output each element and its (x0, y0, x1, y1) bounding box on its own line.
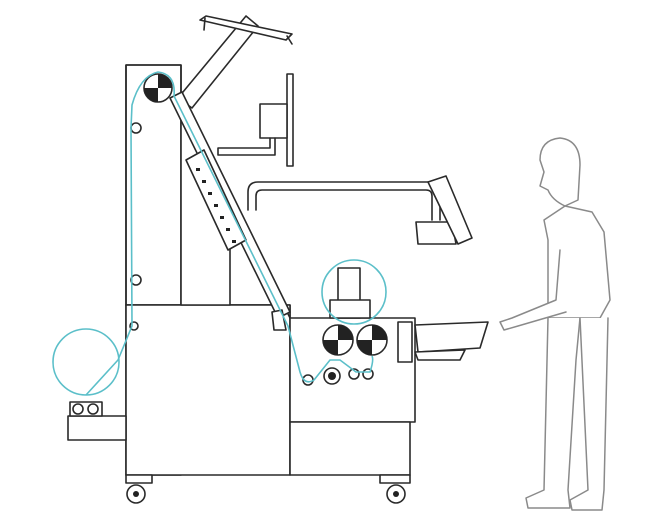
exhaust-pipe (247, 175, 473, 245)
operator-figure (499, 137, 611, 511)
caster-wheels (125, 474, 411, 504)
film-support-arm (177, 15, 293, 109)
sealing-unit (289, 267, 416, 476)
film-reel-holder (217, 73, 294, 167)
film-roll-base (67, 401, 127, 441)
rollers (129, 73, 388, 386)
output-tray (414, 321, 489, 361)
film-path (52, 71, 387, 396)
